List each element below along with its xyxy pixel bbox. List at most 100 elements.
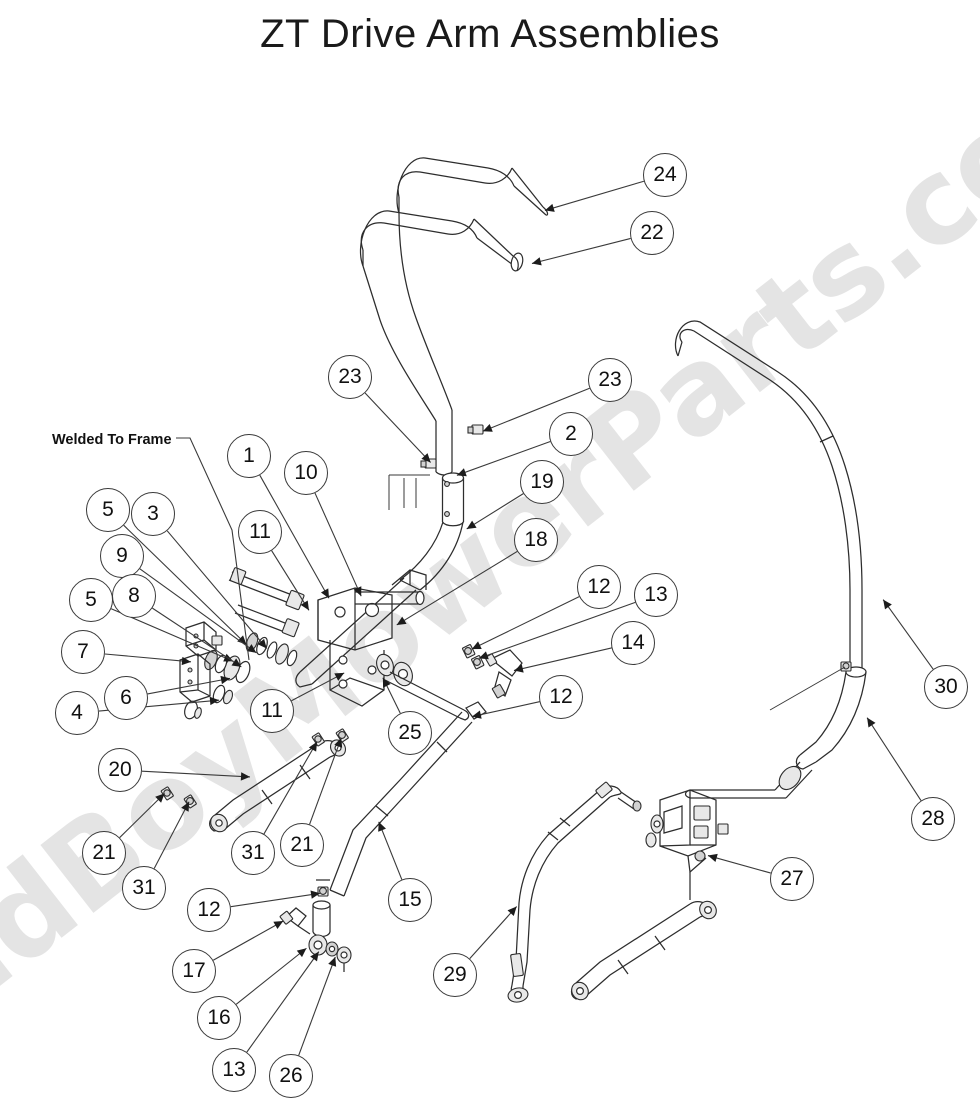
leader-arrowhead xyxy=(237,635,247,645)
leader-line xyxy=(141,770,251,778)
leader-arrowhead xyxy=(181,801,190,812)
leader-line xyxy=(147,677,231,695)
part-hydraulic-pump xyxy=(645,789,729,900)
leader-line xyxy=(544,180,645,211)
leader-arrowhead xyxy=(334,672,345,681)
leader-line xyxy=(482,387,590,432)
callout-21[interactable]: 21 xyxy=(82,831,126,875)
callout-26[interactable]: 26 xyxy=(269,1054,313,1098)
leader-arrowhead xyxy=(867,717,876,728)
callout-10[interactable]: 10 xyxy=(284,451,328,495)
callout-5[interactable]: 5 xyxy=(86,488,130,532)
callout-23[interactable]: 23 xyxy=(588,358,632,402)
callout-16[interactable]: 16 xyxy=(197,996,241,1040)
leader-arrowhead xyxy=(353,586,362,597)
leader-line xyxy=(212,920,284,961)
leader-line xyxy=(471,596,580,650)
leader-arrowhead xyxy=(220,675,231,685)
callout-4[interactable]: 4 xyxy=(55,691,99,735)
leader-line xyxy=(235,947,307,1005)
callout-2[interactable]: 2 xyxy=(549,412,593,456)
part-pivot-sleeve xyxy=(399,472,465,591)
leader-line xyxy=(123,524,247,646)
leader-arrowhead xyxy=(240,772,251,781)
leader-arrowhead xyxy=(456,468,467,477)
clamp-bolt-upper xyxy=(467,424,484,435)
callout-7[interactable]: 7 xyxy=(61,630,105,674)
leader-arrowhead xyxy=(382,677,391,688)
leader-line xyxy=(104,653,192,663)
callout-31[interactable]: 31 xyxy=(231,831,275,875)
part-steering-column xyxy=(362,212,484,510)
page-title: ZT Drive Arm Assemblies xyxy=(260,12,720,56)
leader-arrowhead xyxy=(707,853,718,863)
callout-20[interactable]: 20 xyxy=(98,748,142,792)
leader-line xyxy=(139,568,257,654)
callout-14[interactable]: 14 xyxy=(611,621,655,665)
leader-arrowhead xyxy=(155,793,165,803)
callout-27[interactable]: 27 xyxy=(770,857,814,901)
callout-25[interactable]: 25 xyxy=(388,711,432,755)
leader-line xyxy=(259,474,330,599)
part-gas-damper-right xyxy=(570,900,717,1001)
leader-line xyxy=(378,821,403,880)
leader-arrowhead xyxy=(378,821,386,832)
leader-line xyxy=(309,737,342,825)
leader-line xyxy=(882,599,934,670)
callout-31[interactable]: 31 xyxy=(122,866,166,910)
leader-line xyxy=(513,647,612,672)
callout-23[interactable]: 23 xyxy=(328,355,372,399)
callout-21[interactable]: 21 xyxy=(280,823,324,867)
leader-arrowhead xyxy=(310,890,321,899)
callout-8[interactable]: 8 xyxy=(112,574,156,618)
leader-line xyxy=(271,550,310,611)
callout-24[interactable]: 24 xyxy=(643,153,687,197)
callout-1[interactable]: 1 xyxy=(227,434,271,478)
part-bolts-lower-left xyxy=(160,728,349,809)
callout-5[interactable]: 5 xyxy=(69,578,113,622)
leader-arrowhead xyxy=(209,696,220,706)
callout-22[interactable]: 22 xyxy=(630,211,674,255)
callout-29[interactable]: 29 xyxy=(433,953,477,997)
part-center-bracket xyxy=(317,569,427,707)
leader-arrowhead xyxy=(466,520,477,529)
part-fittings-group xyxy=(462,644,523,720)
callout-12[interactable]: 12 xyxy=(187,888,231,932)
leader-line xyxy=(478,601,636,659)
leader-arrowhead xyxy=(531,257,542,266)
callout-9[interactable]: 9 xyxy=(100,534,144,578)
leader-line xyxy=(230,892,321,908)
leader-line xyxy=(298,956,336,1056)
leader-line xyxy=(119,793,165,838)
callout-30[interactable]: 30 xyxy=(924,665,968,709)
callout-19[interactable]: 19 xyxy=(520,460,564,504)
callout-13[interactable]: 13 xyxy=(634,573,678,617)
part-lower-handle-bar xyxy=(359,210,524,272)
callout-28[interactable]: 28 xyxy=(911,797,955,841)
leader-line xyxy=(364,392,432,463)
leader-arrowhead xyxy=(478,651,489,660)
leader-arrowhead xyxy=(328,956,337,967)
callout-18[interactable]: 18 xyxy=(514,518,558,562)
callout-12[interactable]: 12 xyxy=(539,675,583,719)
callout-11[interactable]: 11 xyxy=(238,510,282,554)
callout-15[interactable]: 15 xyxy=(388,878,432,922)
callout-17[interactable]: 17 xyxy=(172,949,216,993)
leader-line xyxy=(456,440,551,476)
leader-line xyxy=(291,672,345,702)
callout-12[interactable]: 12 xyxy=(577,565,621,609)
leader-arrowhead xyxy=(231,658,242,667)
leader-arrowhead xyxy=(300,600,309,611)
leader-line xyxy=(153,801,190,869)
callout-3[interactable]: 3 xyxy=(131,492,175,536)
callout-6[interactable]: 6 xyxy=(104,676,148,720)
leader-arrowhead xyxy=(296,948,307,958)
leader-arrowhead xyxy=(310,951,319,962)
callout-11[interactable]: 11 xyxy=(250,689,294,733)
leader-line xyxy=(166,530,268,649)
callout-13[interactable]: 13 xyxy=(212,1048,256,1092)
